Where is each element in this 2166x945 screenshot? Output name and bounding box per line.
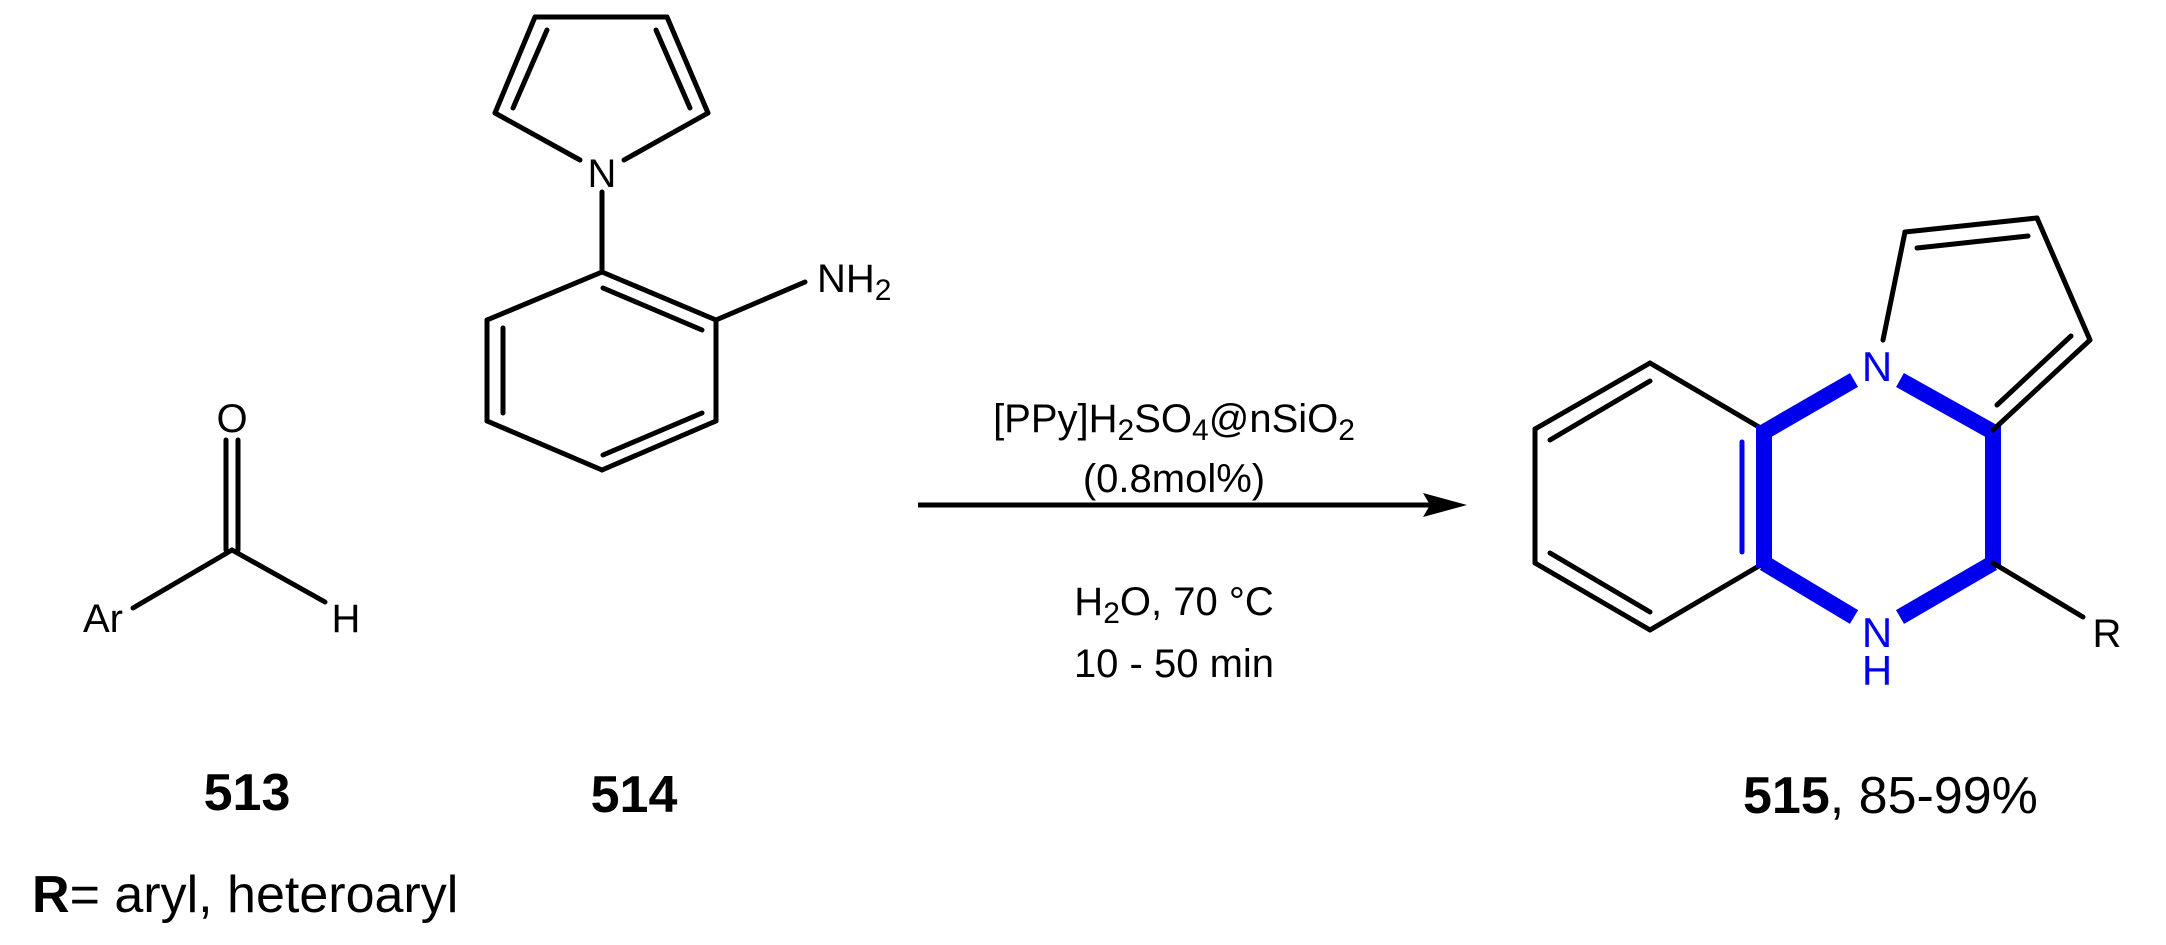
pyrrole-bond-n-right	[621, 110, 711, 163]
product-benzene-bond-5	[1647, 560, 1767, 633]
benzene-bond-4	[484, 418, 605, 473]
oxygen-atom: O	[216, 397, 247, 441]
amine-group: NH2	[817, 257, 891, 307]
pyrrole-double-left	[510, 27, 550, 111]
pyrrole-nitrogen: N	[588, 152, 617, 196]
compound-514-structure: N NH2	[484, 14, 891, 473]
compound-label-513: 513	[204, 764, 291, 822]
r-substituent-bond	[1990, 560, 2086, 620]
pyrrole-bond-n-left	[492, 110, 583, 163]
hydrogen-bond	[229, 547, 328, 605]
product-ring-nitrogen: N	[1862, 343, 1892, 390]
product-nh-hydrogen: H	[1862, 647, 1892, 694]
product-benzene-bond-2	[1532, 360, 1653, 432]
product-pyrrole-bond-3	[2034, 215, 2093, 343]
product-pyrrole-bond-1	[1880, 229, 1908, 343]
product-yield: , 85-99%	[1830, 767, 2038, 825]
product-pyrrole-double-2	[1914, 233, 2031, 251]
compound-513-structure: O Ar H	[83, 397, 360, 641]
r-substituent: R	[2093, 612, 2122, 656]
aldehyde-hydrogen: H	[332, 597, 361, 641]
pyrrole-bond-left	[492, 14, 538, 116]
benzene-bond-6	[484, 269, 605, 323]
pyrrole-double-right	[653, 27, 693, 111]
compound-label-515: 515, 85-99%	[1743, 767, 2038, 825]
catalyst-loading: (0.8mol%)	[1083, 457, 1265, 501]
highlight-bond-c-n	[1759, 373, 1859, 439]
reaction-time: 10 - 50 min	[1074, 642, 1274, 686]
r-group-definition: R= aryl, heteroaryl	[32, 866, 458, 924]
product-benzene-double-2	[1547, 378, 1653, 443]
highlight-bond-nh-c	[1895, 556, 1998, 624]
product-pyrrole-double-4	[1994, 333, 2074, 408]
benzene-bond-1	[599, 269, 719, 323]
highlight-bond-c-nh	[1759, 556, 1859, 624]
product-pyrrole-bond-4	[1990, 337, 2093, 433]
benzene-bond-3	[599, 418, 719, 473]
arrow-head-icon	[1423, 493, 1467, 517]
reaction-conditions: [PPy]H2SO4@nSiO2 (0.8mol%) H2O, 70 °C 10…	[993, 397, 1355, 686]
aryl-group: Ar	[83, 597, 123, 641]
product-benzene-double-4	[1547, 550, 1653, 615]
highlight-bond-n-c	[1896, 373, 1997, 439]
benzene-double-1	[600, 285, 705, 333]
benzene-double-3	[600, 410, 705, 458]
product-pyrrole-bond-2	[1902, 215, 2040, 235]
product-benzene-bond-1	[1647, 360, 1767, 433]
aryl-bond	[130, 547, 235, 611]
pyrrole-bond-right	[664, 14, 711, 116]
compound-515-structure: R N N H	[1532, 215, 2122, 694]
solvent-temperature: H2O, 70 °C	[1074, 580, 1273, 630]
catalyst-text: [PPy]H2SO4@nSiO2	[993, 397, 1355, 447]
product-benzene-bond-4	[1532, 560, 1653, 633]
compound-label-514: 514	[591, 766, 678, 824]
amine-bond	[713, 279, 808, 323]
product-nh-nitrogen: N	[1862, 609, 1892, 656]
reaction-arrow	[918, 493, 1467, 517]
